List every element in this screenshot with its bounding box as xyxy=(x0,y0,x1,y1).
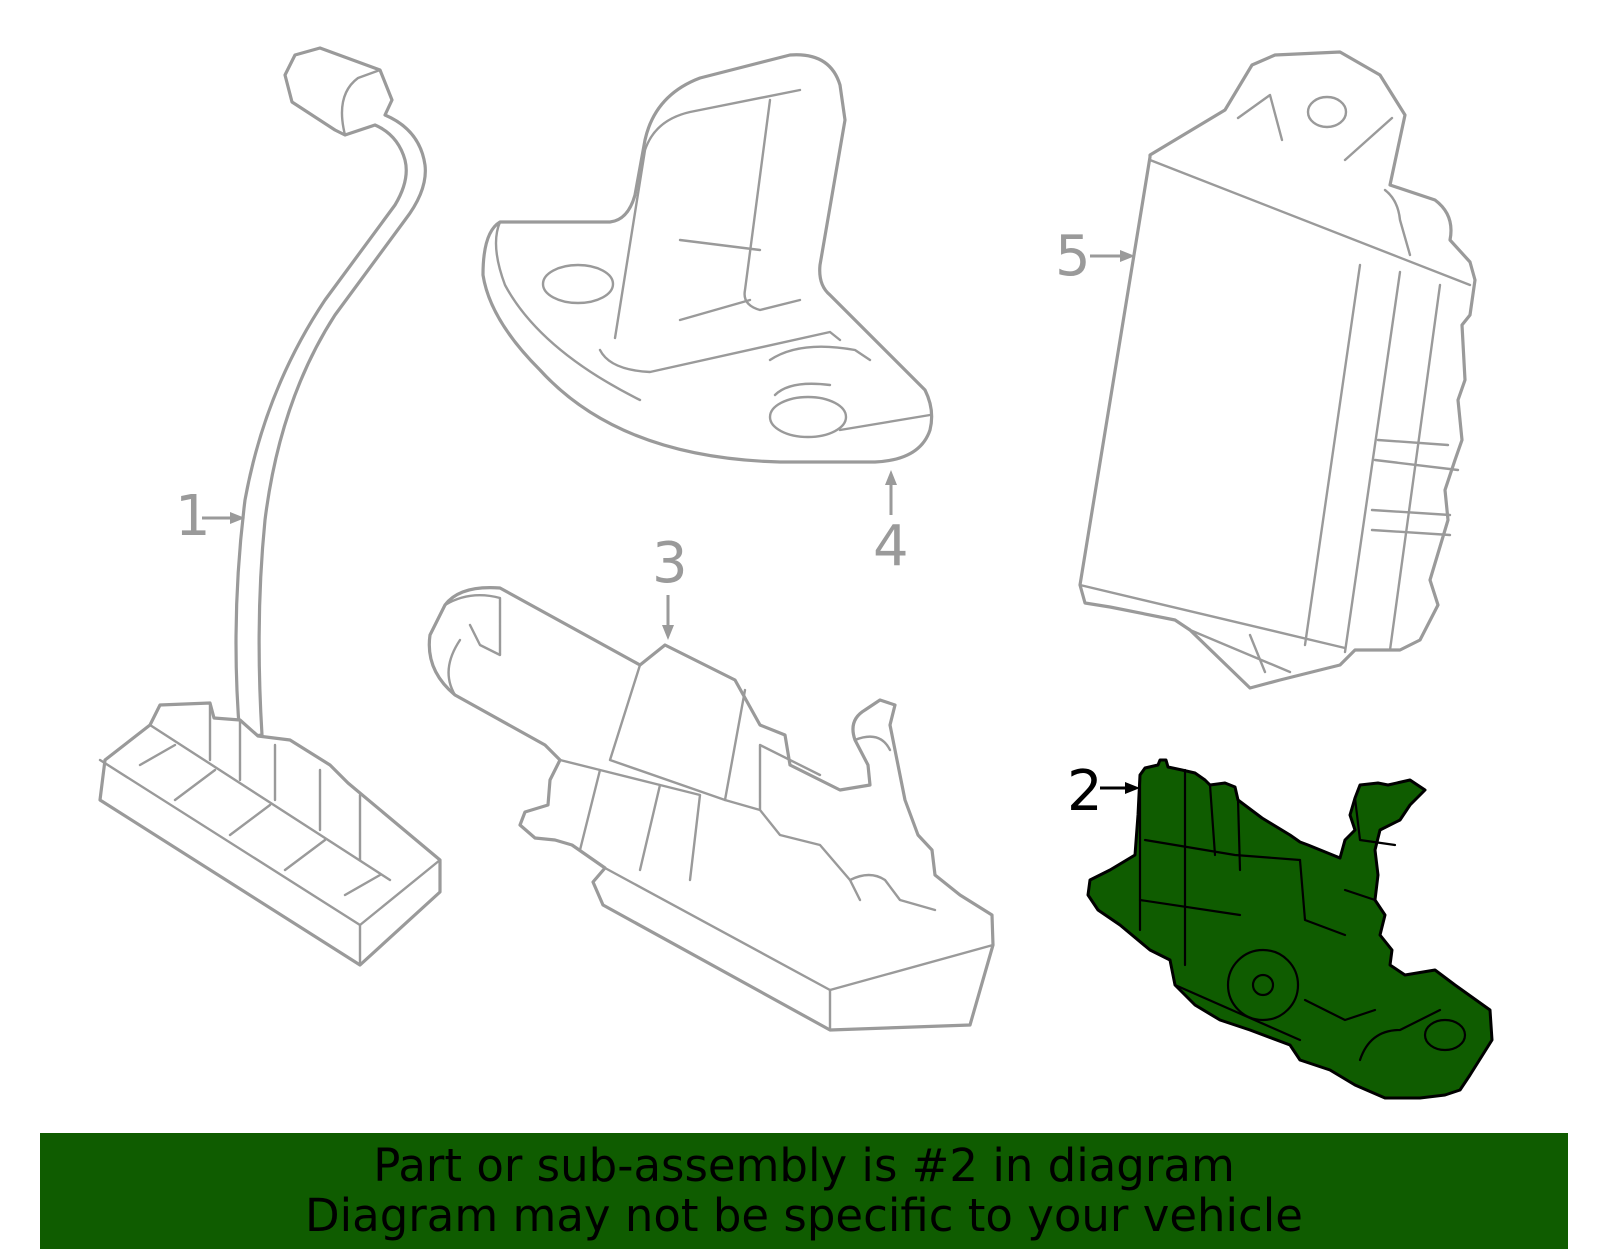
callout-3: 3 xyxy=(652,531,688,640)
callout-5: 5 xyxy=(1055,224,1135,289)
callout-2: 2 xyxy=(1067,759,1140,824)
banner-line-2: Diagram may not be specific to your vehi… xyxy=(305,1189,1303,1242)
callout-4: 4 xyxy=(873,470,909,579)
callout-2-number: 2 xyxy=(1067,759,1103,824)
part-3-lock-actuator xyxy=(427,586,995,1032)
part-1-handle-switch xyxy=(98,46,442,967)
callout-3-number: 3 xyxy=(652,531,688,596)
callout-1: 1 xyxy=(175,484,245,549)
part-5-control-module xyxy=(1078,50,1477,690)
info-banner: Part or sub-assembly is #2 in diagram Di… xyxy=(40,1133,1568,1249)
banner-line-1: Part or sub-assembly is #2 in diagram xyxy=(373,1139,1235,1192)
callout-4-number: 4 xyxy=(873,514,909,579)
part-2-latch-assembly xyxy=(1086,758,1494,1100)
part-4-striker xyxy=(481,53,934,464)
callout-5-number: 5 xyxy=(1055,224,1091,289)
